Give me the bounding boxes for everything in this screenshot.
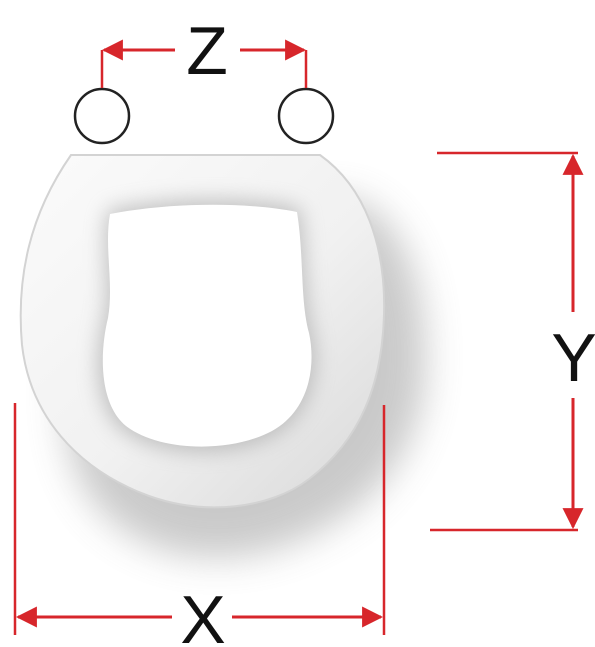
y-label: Y [551,320,595,396]
left-hinge-icon [73,87,131,145]
z-label: Z [186,13,228,89]
right-hinge-icon [277,87,335,145]
seat-opening [102,204,312,447]
x-label: X [180,582,225,647]
